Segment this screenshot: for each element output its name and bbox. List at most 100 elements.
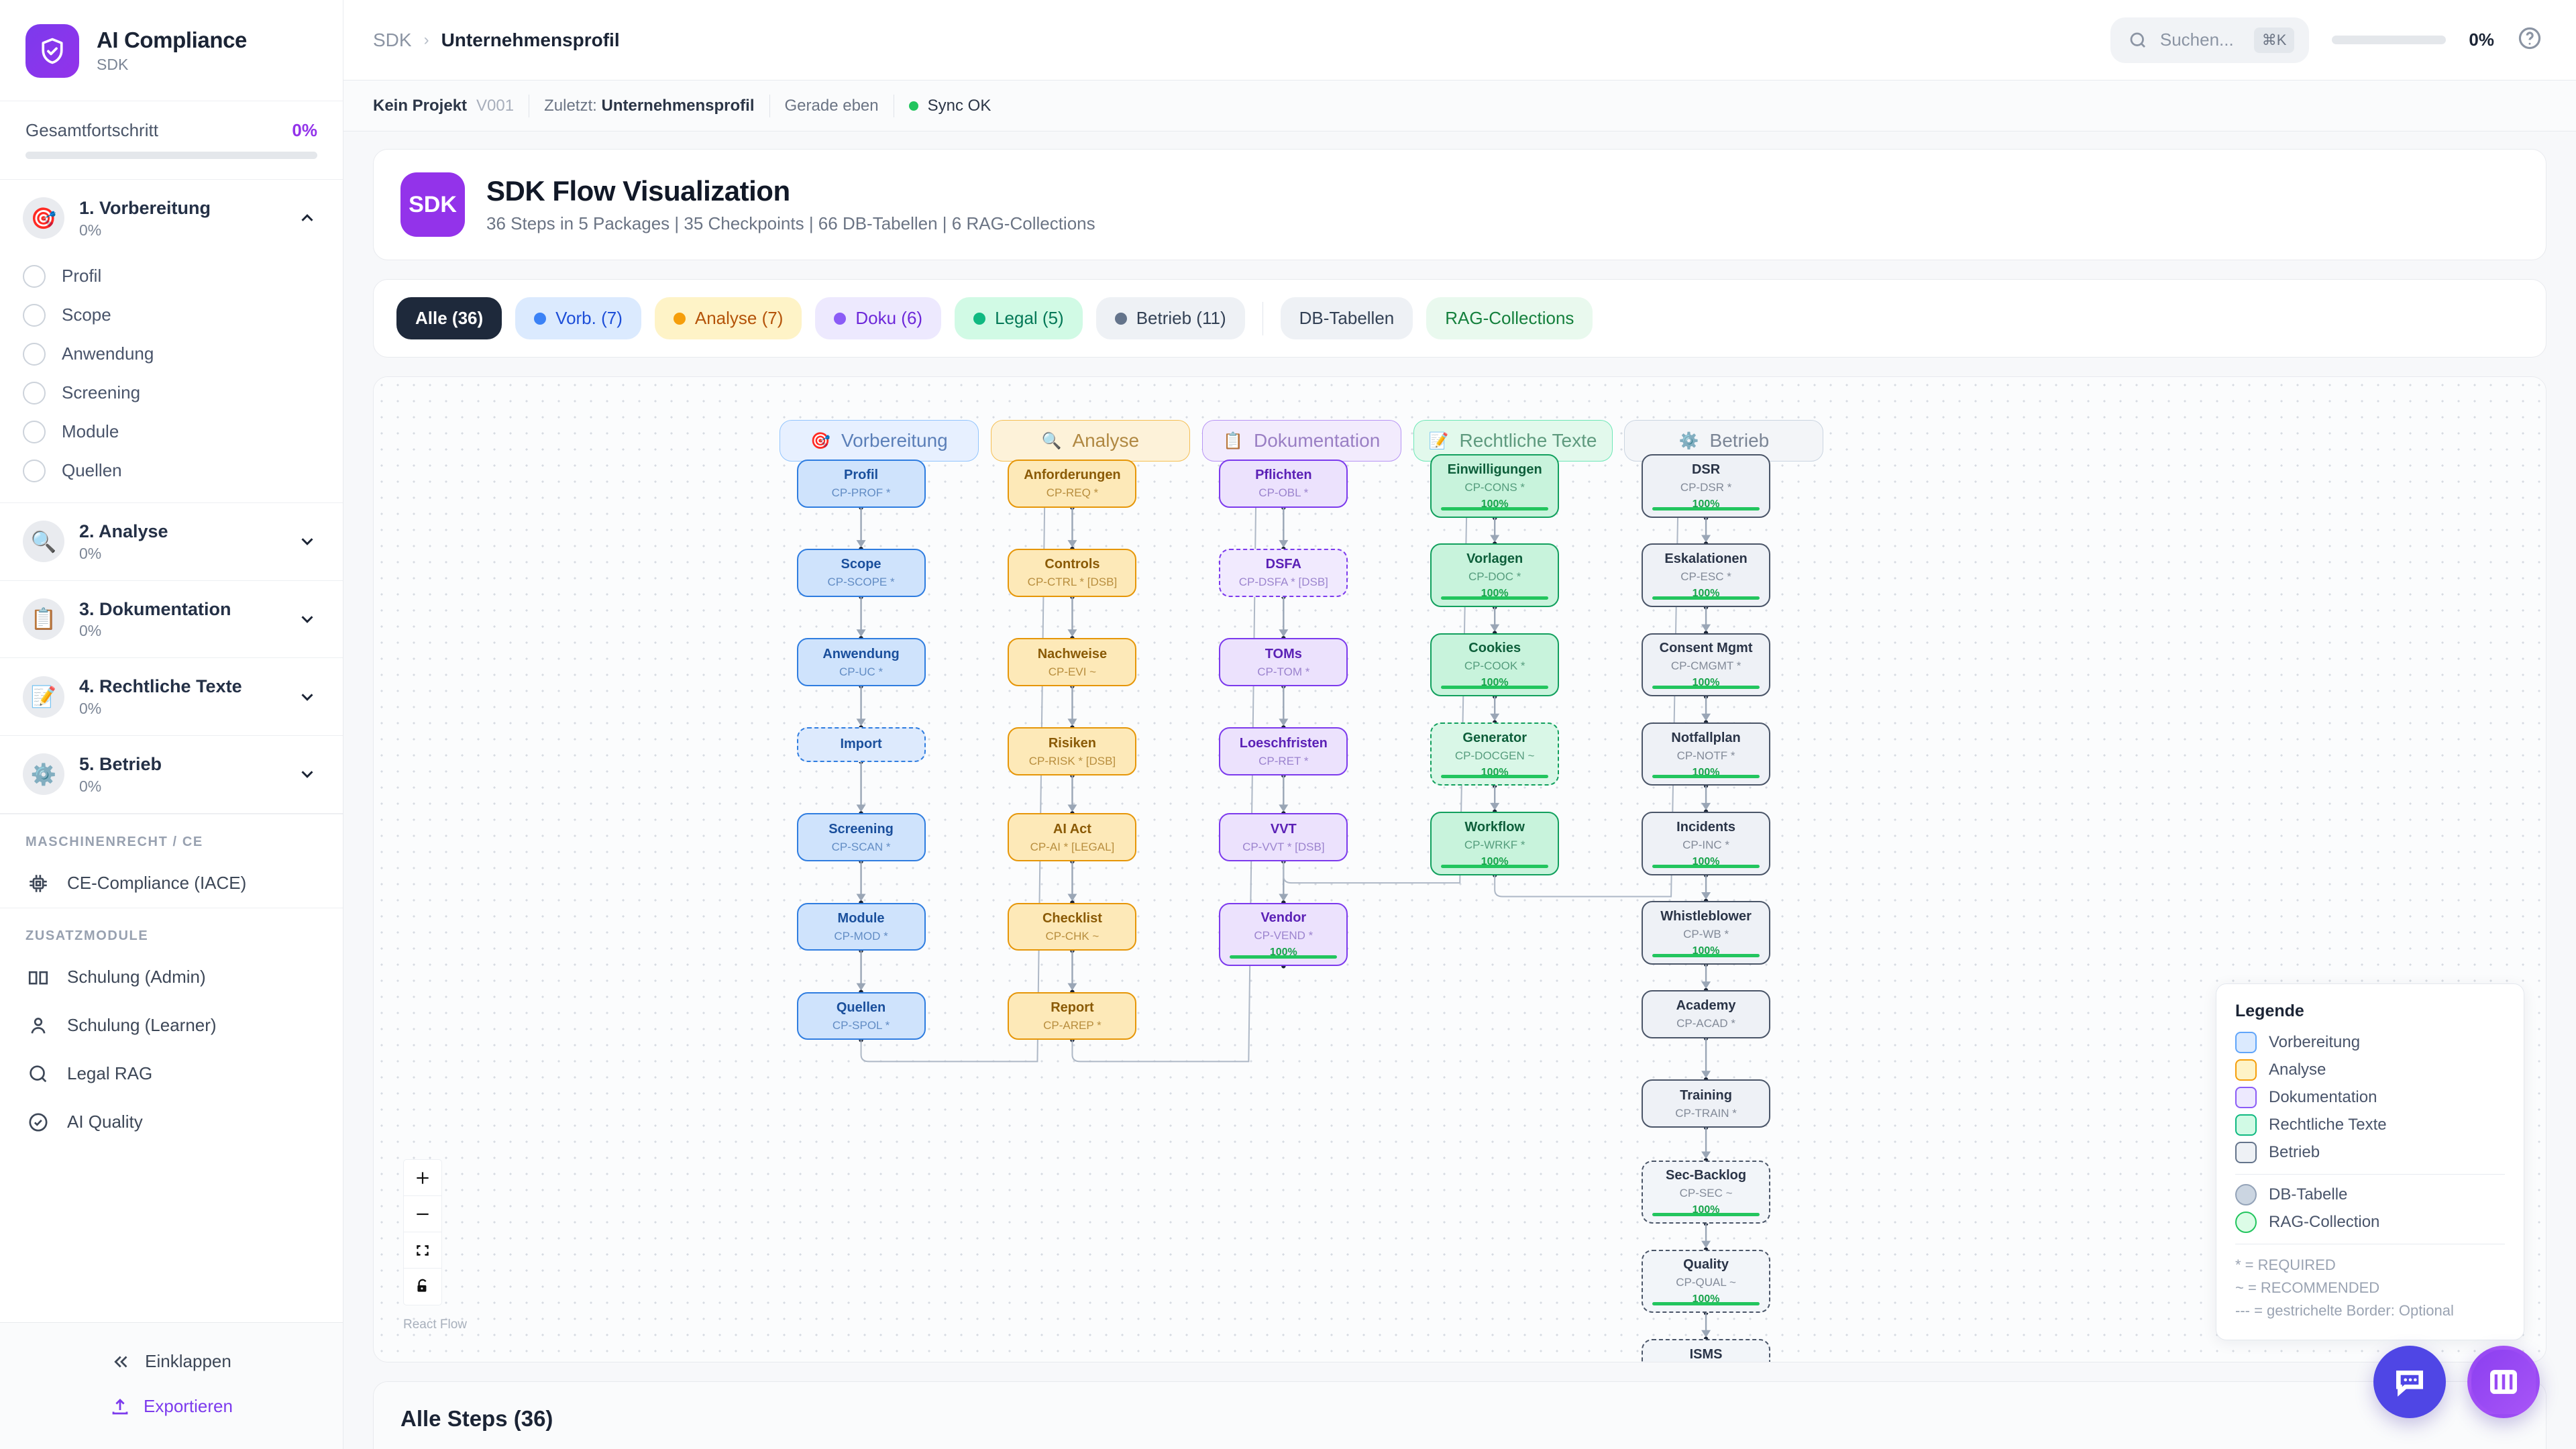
flow-node-title: Cookies [1468, 641, 1521, 656]
sync-dot-icon [908, 101, 918, 111]
breadcrumb-root[interactable]: SDK [373, 29, 412, 50]
main-area: SDK › Unternehmensprofil Suchen... ⌘K 0%… [343, 0, 2576, 1449]
search-placeholder: Suchen... [2159, 30, 2234, 50]
export-button[interactable]: Exportieren [0, 1384, 343, 1429]
filter-chip-vorb-7[interactable]: Vorb. (7) [515, 297, 641, 339]
flow-controls[interactable] [403, 1159, 442, 1305]
sidebar-item-label: Scope [62, 305, 111, 325]
step-radio-icon[interactable] [23, 303, 46, 327]
filter-chip-legal-5[interactable]: Legal (5) [955, 297, 1083, 339]
sidebar-item-scope[interactable]: Scope [0, 296, 343, 335]
sidebar-item-schulung-admin[interactable]: Schulung (Admin) [0, 953, 343, 1002]
flow-node-progress: 100% [1692, 1204, 1720, 1216]
flow-node[interactable]: ISMSCP-ISMS ~ [DSB]100% [1642, 1338, 1771, 1362]
package-name: 5. Betrieb [79, 754, 162, 774]
chevron-up-icon[interactable] [297, 208, 317, 228]
sidebar-item-legal-rag[interactable]: Legal RAG [0, 1050, 343, 1098]
step-radio-icon[interactable] [23, 459, 46, 482]
filter-chip-analyse-7[interactable]: Analyse (7) [654, 297, 802, 339]
step-radio-icon[interactable] [23, 264, 46, 288]
legend-label: Analyse [2269, 1060, 2326, 1079]
flow-canvas-card[interactable]: 🎯Vorbereitung🔍Analyse📋Dokumentation📝Rech… [373, 376, 2546, 1362]
flow-node[interactable]: Import [796, 727, 926, 762]
panel-fab[interactable] [2467, 1346, 2540, 1418]
sidebar-item-module[interactable]: Module [0, 413, 343, 451]
sidebar-item-ce-compliance-iace[interactable]: CE-Compliance (IACE) [0, 859, 343, 908]
filter-chip-alle-36[interactable]: Alle (36) [396, 297, 502, 339]
sidebar-item-quellen[interactable]: Quellen [0, 451, 343, 490]
chevron-down-icon[interactable] [297, 609, 317, 629]
group-emoji-icon: ⚙️ [1678, 431, 1699, 450]
filter-chip-rag-collections[interactable]: RAG-Collections [1426, 297, 1593, 339]
filter-chip-db-tabellen[interactable]: DB-Tabellen [1280, 297, 1413, 339]
search-input[interactable]: Suchen... ⌘K [2110, 17, 2310, 63]
group-emoji-icon: 📋 [1223, 431, 1243, 450]
zoom-in-button[interactable] [404, 1160, 441, 1196]
sidebar-item-schulung-learner[interactable]: Schulung (Learner) [0, 1002, 343, 1050]
step-radio-icon[interactable] [23, 420, 46, 443]
package-percent: 0% [79, 700, 102, 717]
fit-view-button[interactable] [404, 1232, 441, 1269]
search-icon [2130, 32, 2145, 48]
chevron-down-icon[interactable] [297, 531, 317, 551]
collapse-sidebar-button[interactable]: Einklappen [0, 1339, 343, 1384]
chat-fab[interactable] [2373, 1346, 2446, 1418]
filter-chip-doku-6[interactable]: Doku (6) [815, 297, 942, 339]
sidebar-item-ai-quality[interactable]: AI Quality [0, 1098, 343, 1146]
sidebar-item-anwendung[interactable]: Anwendung [0, 335, 343, 374]
help-circle-icon[interactable] [2517, 25, 2542, 54]
step-radio-icon[interactable] [23, 381, 46, 405]
zoom-out-button[interactable] [404, 1196, 441, 1232]
chevron-down-icon[interactable] [297, 764, 317, 784]
flow-canvas[interactable]: 🎯Vorbereitung🔍Analyse📋Dokumentation📝Rech… [374, 377, 2546, 1362]
sidebar-item-screening[interactable]: Screening [0, 374, 343, 413]
chevron-down-icon[interactable] [297, 687, 317, 707]
lock-toggle-button[interactable] [404, 1269, 441, 1305]
sidebar-item-label: Profil [62, 266, 102, 286]
flow-node-code: CP-CHK ~ [1045, 929, 1099, 943]
step-radio-icon[interactable] [23, 342, 46, 366]
react-flow-attribution[interactable]: React Flow [403, 1318, 468, 1332]
filter-chip-betrieb-11[interactable]: Betrieb (11) [1095, 297, 1245, 339]
sidebar-item-profil[interactable]: Profil [0, 257, 343, 296]
